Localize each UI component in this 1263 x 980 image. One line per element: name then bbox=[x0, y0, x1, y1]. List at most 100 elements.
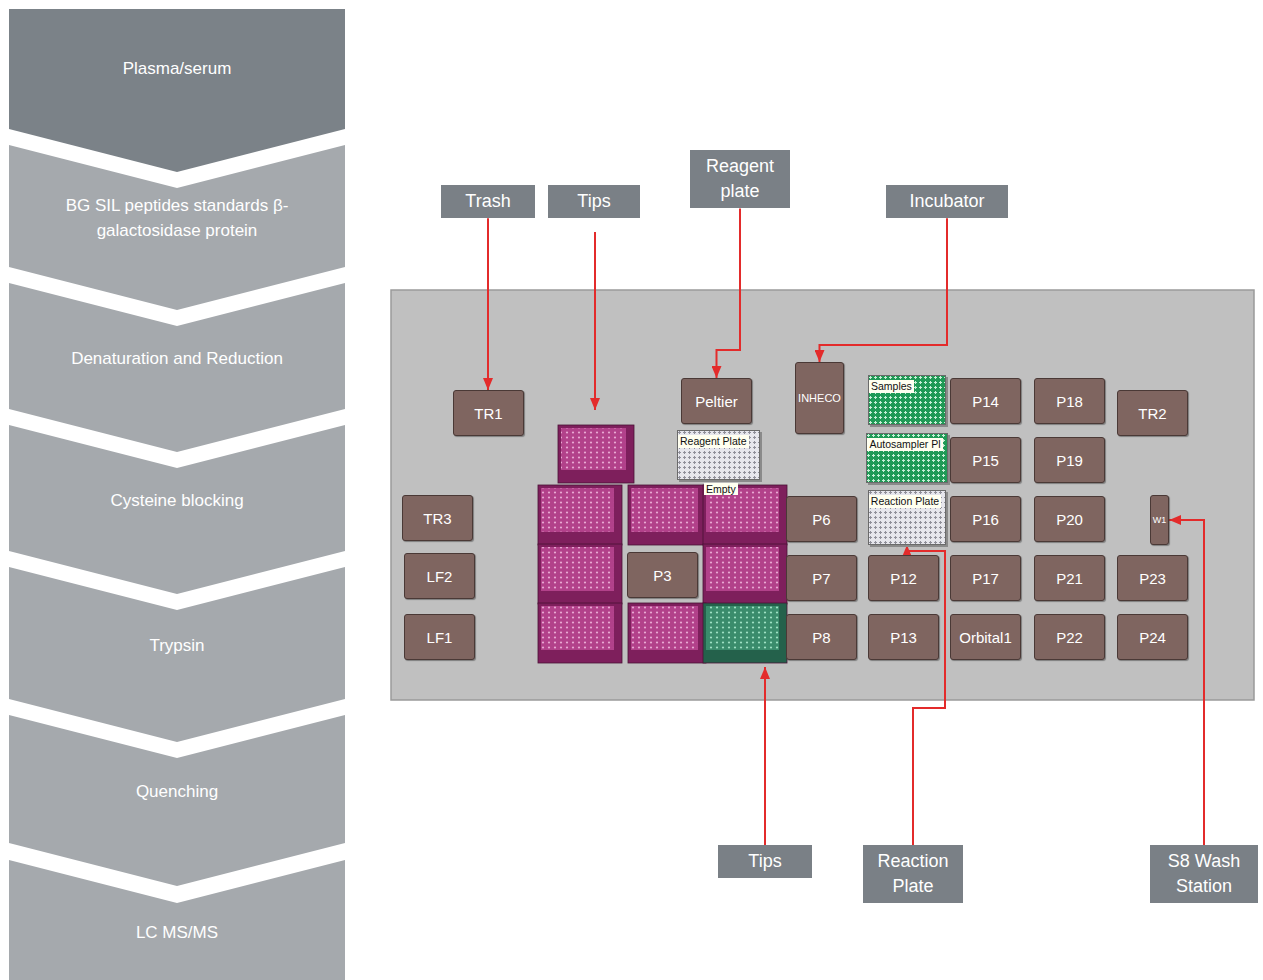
deck-position: P18 bbox=[1034, 378, 1105, 424]
callout-arrow bbox=[717, 208, 741, 378]
tip-box-tips bbox=[561, 428, 626, 470]
tip-box-top bbox=[561, 428, 626, 470]
node-text: P13 bbox=[890, 629, 917, 646]
node-text: P21 bbox=[1056, 570, 1083, 587]
step-text: Denaturation and Reduction bbox=[61, 347, 293, 372]
node-text: Reaction Plate bbox=[869, 495, 941, 508]
tip-box-body bbox=[538, 603, 622, 663]
process-step-chevron: Quenching bbox=[9, 715, 345, 886]
tip-box-tips bbox=[631, 606, 698, 650]
tip-box bbox=[628, 603, 706, 663]
node-text: W1 bbox=[1153, 515, 1167, 525]
node-text: P6 bbox=[812, 511, 830, 528]
deck-position: P21 bbox=[1034, 555, 1105, 601]
step-text: Cysteine blocking bbox=[100, 489, 253, 514]
deck-position: P6 bbox=[786, 496, 857, 542]
deck-position: P19 bbox=[1034, 437, 1105, 483]
process-step-chevron: Cysteine blocking bbox=[9, 425, 345, 594]
deck-position: P16 bbox=[950, 496, 1021, 542]
tip-box bbox=[703, 544, 787, 604]
chevron-fill bbox=[9, 425, 345, 594]
deck-position: W1 bbox=[1150, 495, 1170, 545]
node-text: Reaction Plate bbox=[869, 849, 957, 899]
deck-position: P20 bbox=[1034, 496, 1105, 542]
chevron-text-area: Cysteine blocking bbox=[9, 438, 345, 564]
tip-box-body bbox=[628, 485, 706, 545]
tip-box-tips bbox=[631, 488, 698, 532]
deck-position: P15 bbox=[950, 437, 1021, 483]
node-text: Reagent Plate bbox=[678, 435, 749, 448]
chevron-text-area: LC MS/MS bbox=[9, 873, 345, 980]
tip-box-tips bbox=[541, 488, 614, 532]
deck-position: P17 bbox=[950, 555, 1021, 601]
callout-label: Reaction Plate bbox=[863, 845, 963, 903]
deck-position: P12 bbox=[868, 555, 939, 601]
chevron-fill bbox=[9, 283, 345, 452]
node-text: INHECO bbox=[798, 392, 841, 404]
node-text: Incubator bbox=[909, 189, 984, 214]
tip-box-tips bbox=[706, 606, 779, 650]
node-text: TR2 bbox=[1138, 405, 1166, 422]
node-text: S8 Wash Station bbox=[1156, 849, 1252, 899]
tip-box-top bbox=[541, 606, 614, 650]
node-text: P16 bbox=[972, 511, 999, 528]
callout-label: Tips bbox=[548, 185, 640, 218]
deck-position: INHECO bbox=[795, 362, 844, 434]
process-step-chevron: Denaturation and Reduction bbox=[9, 283, 345, 452]
node-text: Peltier bbox=[695, 393, 738, 410]
chevron-text-area: Plasma/serum bbox=[9, 9, 345, 129]
tip-box bbox=[628, 485, 706, 545]
chevron-fill bbox=[9, 9, 345, 172]
node-text: TR1 bbox=[474, 405, 502, 422]
node-text: P15 bbox=[972, 452, 999, 469]
tip-box bbox=[538, 603, 622, 663]
labware-plate: Autosampler Pl bbox=[866, 433, 947, 483]
callout-label: Incubator bbox=[886, 185, 1008, 218]
node-text: P22 bbox=[1056, 629, 1083, 646]
chevron-text-area: Denaturation and Reduction bbox=[9, 296, 345, 422]
step-text: Trypsin bbox=[139, 634, 214, 659]
tip-box bbox=[703, 603, 787, 663]
node-text: P24 bbox=[1139, 629, 1166, 646]
callout-label: Reagent plate bbox=[690, 150, 790, 208]
tip-box bbox=[558, 425, 634, 483]
tip-boxes bbox=[538, 425, 787, 663]
tip-box-top bbox=[541, 488, 614, 532]
deck-position: P14 bbox=[950, 378, 1021, 424]
deck-position: P3 bbox=[627, 552, 698, 598]
tip-box-body bbox=[538, 544, 622, 604]
callout-label: Tips bbox=[718, 845, 812, 878]
node-text: LF1 bbox=[427, 629, 453, 646]
callout-arrow bbox=[487, 218, 489, 390]
deck-position: P24 bbox=[1117, 614, 1188, 660]
leader-arrow bbox=[764, 667, 766, 845]
chevron-fill bbox=[9, 567, 345, 742]
tip-box-top bbox=[541, 547, 614, 591]
node-text: P18 bbox=[1056, 393, 1083, 410]
chevron-shape bbox=[9, 860, 345, 980]
tip-box-body bbox=[703, 603, 787, 663]
tip-box-tips bbox=[706, 547, 779, 591]
node-text: P19 bbox=[1056, 452, 1083, 469]
labware-plate: Reaction Plate bbox=[868, 490, 946, 545]
step-text: LC MS/MS bbox=[126, 921, 228, 946]
leader-arrow bbox=[594, 232, 596, 410]
chevron-fill bbox=[9, 860, 345, 980]
deck-position: P22 bbox=[1034, 614, 1105, 660]
node-text: P7 bbox=[812, 570, 830, 587]
labware-plate: Samples bbox=[868, 375, 946, 425]
chevron-shape bbox=[9, 9, 345, 172]
chevron-text-area: Quenching bbox=[9, 728, 345, 856]
tip-box-top bbox=[631, 488, 698, 532]
deck-position: P23 bbox=[1117, 555, 1188, 601]
node-text: P20 bbox=[1056, 511, 1083, 528]
node-text: P17 bbox=[972, 570, 999, 587]
tip-box-body bbox=[558, 425, 634, 483]
node-text: P12 bbox=[890, 570, 917, 587]
tip-box-tips bbox=[541, 547, 614, 591]
process-step-chevron: Plasma/serum bbox=[9, 9, 345, 172]
node-text: P23 bbox=[1139, 570, 1166, 587]
tip-box-top bbox=[706, 547, 779, 591]
deck-position: LF1 bbox=[404, 614, 475, 660]
